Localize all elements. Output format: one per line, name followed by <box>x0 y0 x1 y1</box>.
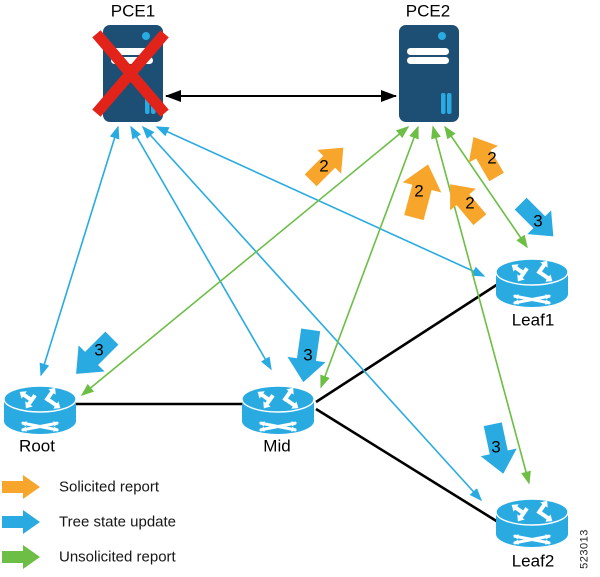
tree-update-arrow-leaf1 <box>514 197 554 237</box>
root-label: Root <box>19 436 55 456</box>
solicited-arrow-root <box>304 147 344 187</box>
step-label-tree-update-leaf1: 3 <box>533 211 543 231</box>
cross-arrows <box>258 421 298 432</box>
leaf1-label: Leaf1 <box>511 310 555 330</box>
cross-arrows <box>512 294 552 305</box>
router-icon-mid <box>241 385 315 434</box>
tree-update-arrow-mid <box>287 328 326 383</box>
step-label-solicited-leaf2: 2 <box>465 193 475 213</box>
router-icon-leaf1 <box>495 258 569 307</box>
drive-slot <box>407 48 449 55</box>
legend-tree-update-arrow-icon <box>2 510 40 534</box>
tsu-link-pce1-mid <box>130 125 272 371</box>
legend-solicited-arrow-icon <box>2 475 40 499</box>
port-led <box>447 93 452 114</box>
failure-cross-icon <box>92 30 169 117</box>
cross-arrows <box>512 534 552 545</box>
unsolicited-report-links <box>80 125 531 485</box>
step-label-solicited-root: 2 <box>319 156 329 176</box>
legend-icons <box>2 475 40 569</box>
leaf2-label: Leaf2 <box>511 551 555 571</box>
tree-state-update-arrows <box>76 197 554 474</box>
pce2-icon <box>399 25 459 122</box>
pce2-label: PCE2 <box>405 1 451 21</box>
routers <box>3 258 569 547</box>
step-label-tree-update-leaf2: 3 <box>491 437 501 457</box>
solicited-arrow-leaf2 <box>450 184 487 226</box>
routing-arrows <box>19 387 61 409</box>
routing-arrows <box>511 260 553 282</box>
mid-label: Mid <box>263 436 291 456</box>
power-led-icon <box>142 32 150 40</box>
port-led <box>441 93 446 114</box>
solicited-arrow-leaf1 <box>468 136 504 182</box>
link-mid-leaf2 <box>315 407 499 524</box>
link-mid-leaf1 <box>315 282 499 404</box>
cross-arrows <box>20 421 60 432</box>
router-icon-leaf2 <box>495 498 569 547</box>
tree-update-arrow-leaf2 <box>480 422 517 474</box>
step-label-tree-update-mid: 3 <box>303 345 313 365</box>
router-icon-root <box>3 385 77 434</box>
step-label-tree-update-root: 3 <box>94 340 104 360</box>
drive-slot <box>407 57 449 64</box>
unsol-link-pce2-mid <box>320 125 419 389</box>
pce1-icon <box>92 25 169 122</box>
legend-label-solicited: Solicited report <box>59 478 160 496</box>
tree-update-arrow-root <box>76 331 119 374</box>
routing-arrows <box>511 500 553 522</box>
solicited-report-arrows <box>304 136 504 226</box>
routing-arrows <box>257 387 299 409</box>
legend-label-tree-update: Tree state update <box>59 513 177 531</box>
pce1-label: PCE1 <box>110 1 156 21</box>
figure-id-watermark: 523013 <box>578 529 591 569</box>
legend-label-unsolicited: Unsolicited report <box>59 548 176 566</box>
solicited-arrow-mid <box>402 164 442 221</box>
power-led-icon <box>438 32 446 40</box>
legend-unsolicited-arrow-icon <box>2 545 40 569</box>
unsol-link-pce2-leaf1 <box>444 125 528 249</box>
step-label-solicited-leaf1: 2 <box>487 148 497 168</box>
step-label-solicited-mid: 2 <box>414 181 424 201</box>
tsu-link-pce1-leaf1 <box>155 126 486 277</box>
